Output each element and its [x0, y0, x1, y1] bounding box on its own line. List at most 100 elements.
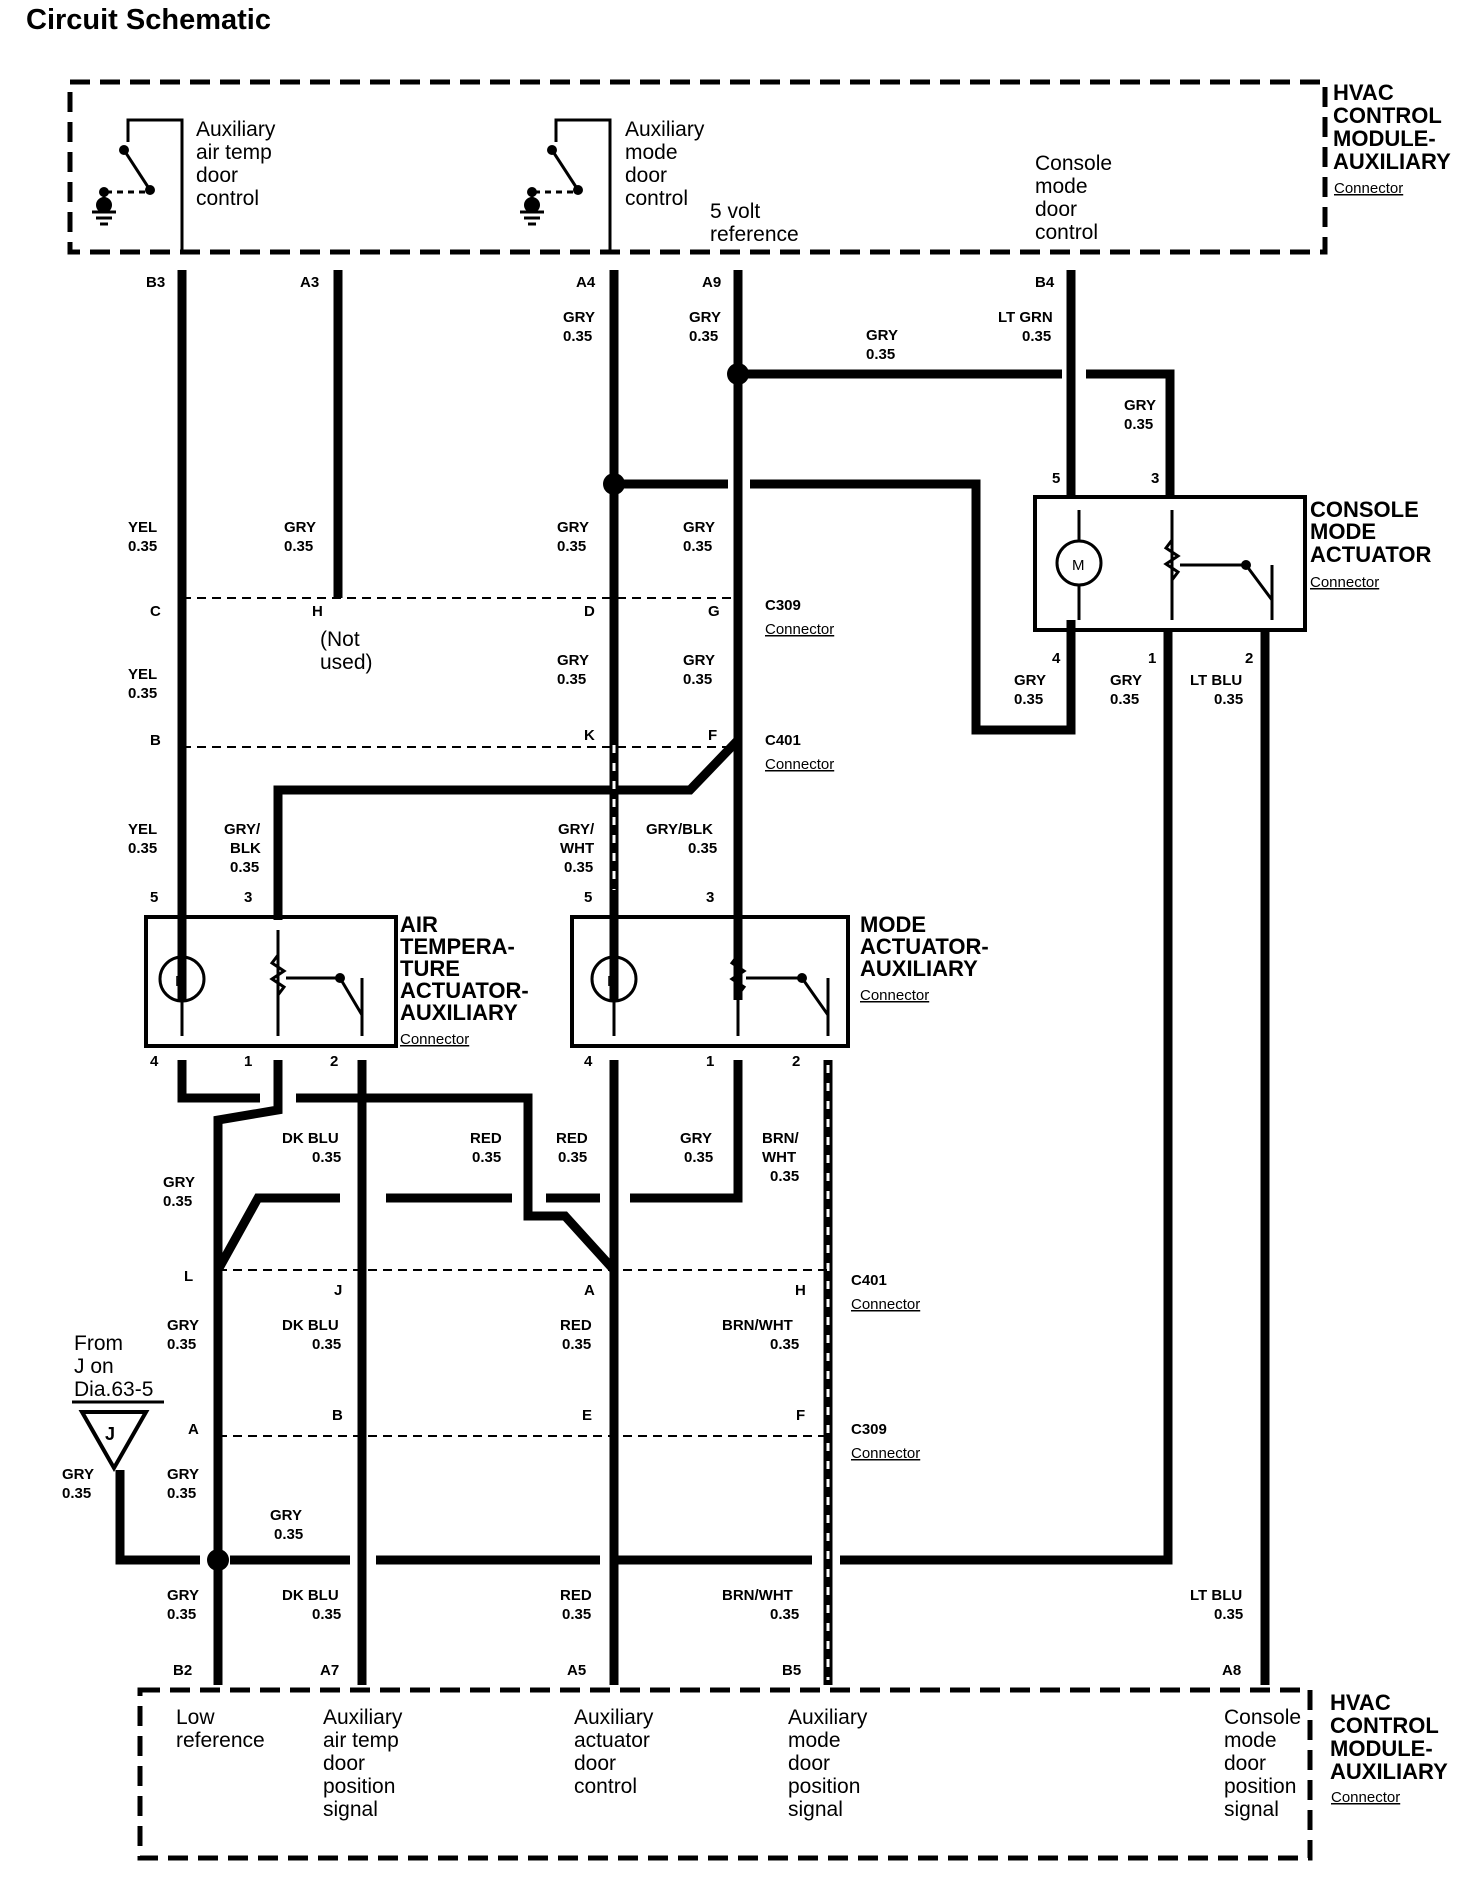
label-air-temp-pos: Auxiliary air temp door position signal	[323, 1706, 408, 1821]
svg-text:1: 1	[706, 1053, 714, 1070]
svg-text:4: 4	[1052, 650, 1061, 667]
label-console-mode: Console mode door control	[1035, 152, 1118, 244]
label-five-volt: 5 volt reference	[710, 200, 799, 246]
label-actuator-ctrl: Auxiliary actuator door control	[574, 1706, 659, 1798]
label-not-used: (Not used)	[320, 628, 373, 674]
svg-text:A8: A8	[1222, 1662, 1241, 1679]
svg-text:1: 1	[244, 1053, 252, 1070]
connector-c401-upper: B K F C401 Connector	[150, 727, 834, 773]
svg-text:H: H	[795, 1282, 806, 1299]
hvac-bottom-name: HVAC CONTROL MODULE- AUXILIARY	[1330, 1690, 1448, 1784]
label-aux-air-temp: Auxiliary air temp door control	[196, 118, 281, 210]
svg-text:5: 5	[1052, 470, 1060, 487]
svg-text:From J on Dia.63-5: From J on Dia.63-5	[74, 1332, 153, 1401]
svg-text:C309: C309	[851, 1421, 887, 1438]
wire-stripes	[612, 745, 830, 1680]
svg-text:B5: B5	[782, 1662, 801, 1679]
splice-a9	[727, 363, 749, 385]
svg-text:Connector: Connector	[765, 756, 834, 773]
hvac-top-connector: Connector	[1334, 180, 1403, 197]
motor-icon: M	[175, 973, 188, 990]
svg-text:2: 2	[792, 1053, 800, 1070]
svg-text:2: 2	[1245, 650, 1253, 667]
wiring	[115, 270, 1270, 1685]
connector-c401-lower: L J A H C401 Connector	[184, 1268, 920, 1313]
mode-actuator-name: MODE ACTUATOR- AUXILIARY	[860, 912, 995, 981]
label-mode-pos: Auxiliary mode door position signal	[788, 1706, 873, 1821]
svg-text:C: C	[150, 603, 161, 620]
svg-text:Connector: Connector	[765, 621, 834, 638]
mode-actuator: M MODE ACTUATOR- AUXILIARY Connector 5 3…	[570, 889, 995, 1070]
motor-icon: M	[1072, 557, 1085, 574]
svg-text:E: E	[582, 1407, 592, 1424]
connector-j-icon: J	[105, 1424, 115, 1444]
svg-text:C401: C401	[765, 732, 801, 749]
hvac-module-bottom: B2 A7 A5 B5 A8 Low reference Auxiliary a…	[137, 1662, 1448, 1861]
svg-text:D: D	[584, 603, 595, 620]
switch-icon-air-temp	[92, 118, 184, 252]
svg-text:F: F	[796, 1407, 805, 1424]
pin-a4: A4	[576, 274, 596, 291]
svg-text:Connector: Connector	[1310, 574, 1379, 591]
svg-text:5: 5	[150, 889, 158, 906]
svg-text:Connector: Connector	[1331, 1789, 1400, 1806]
from-reference: From J on Dia.63-5 J	[72, 1332, 164, 1473]
svg-text:Connector: Connector	[860, 987, 929, 1004]
svg-text:C309: C309	[765, 597, 801, 614]
motor-icon: M	[607, 973, 620, 990]
svg-text:Connector: Connector	[851, 1296, 920, 1313]
splice-ground	[207, 1549, 229, 1571]
pin-b3: B3	[146, 274, 165, 291]
svg-text:C401: C401	[851, 1272, 887, 1289]
svg-text:4: 4	[584, 1053, 593, 1070]
label-console-pos: Console mode door position signal	[1224, 1706, 1307, 1821]
svg-text:K: K	[584, 727, 595, 744]
svg-text:1: 1	[1148, 650, 1156, 667]
svg-text:3: 3	[1151, 470, 1159, 487]
svg-text:3: 3	[244, 889, 252, 906]
svg-text:A7: A7	[320, 1662, 339, 1679]
connector-c309-lower: A B E F C309 Connector	[188, 1407, 920, 1462]
svg-text:2: 2	[330, 1053, 338, 1070]
svg-text:5: 5	[584, 889, 592, 906]
svg-text:3: 3	[706, 889, 714, 906]
connector-c309-upper: C H D G C309 Connector (Not used)	[150, 597, 834, 674]
console-actuator-name: CONSOLE MODE ACTUATOR	[1310, 497, 1432, 567]
svg-text:Connector: Connector	[400, 1031, 469, 1048]
svg-text:J: J	[334, 1282, 342, 1299]
svg-text:Connector: Connector	[851, 1445, 920, 1462]
hvac-top-name: HVAC CONTROL MODULE- AUXILIARY	[1333, 80, 1451, 174]
hvac-module-top: Auxiliary air temp door control Auxiliar…	[67, 79, 1451, 291]
